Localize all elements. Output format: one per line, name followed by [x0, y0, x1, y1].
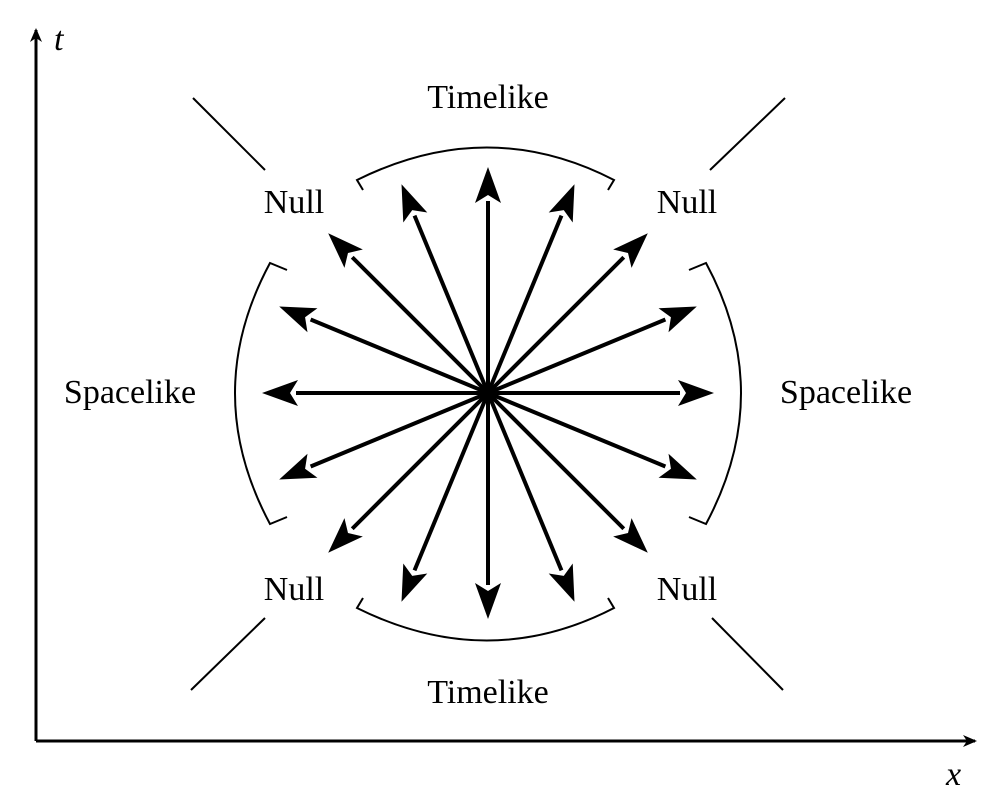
vector-group — [262, 167, 714, 619]
vector-arrowhead-45 — [613, 233, 648, 268]
vector-arrowhead-292.5 — [548, 563, 575, 602]
vector-shaft-157.5 — [309, 317, 489, 395]
vector-shaft-112.5 — [412, 214, 490, 394]
vector-arrowhead-90 — [475, 167, 501, 203]
timelike-arc-bottom — [355, 597, 616, 642]
vector-arrowhead-270 — [475, 583, 501, 619]
null-line-lower-left — [190, 617, 266, 691]
vector-arrowhead-225 — [328, 518, 363, 553]
vector-arrowhead-180 — [262, 380, 298, 406]
label-null-upper-left: Null — [264, 184, 324, 221]
vector-shaft-135 — [350, 255, 490, 395]
spacelike-arc-right — [688, 261, 742, 526]
vector-arrowhead-0 — [678, 380, 714, 406]
label-null-upper-right: Null — [657, 184, 717, 221]
origin-point — [478, 383, 498, 403]
label-timelike-bottom: Timelike — [427, 674, 549, 711]
null-line-upper-right — [709, 97, 786, 171]
vector-shaft-67.5 — [486, 214, 564, 394]
label-spacelike-left: Spacelike — [64, 374, 196, 411]
vector-arrowhead-202.5 — [279, 453, 318, 480]
vector-arrowhead-247.5 — [401, 563, 428, 602]
vector-arrowhead-112.5 — [401, 184, 428, 223]
vector-arrowhead-157.5 — [279, 306, 318, 333]
null-line-lower-right — [711, 617, 784, 691]
timelike-arc-top — [355, 146, 616, 191]
vector-shaft-292.5 — [486, 392, 564, 572]
x-axis-label: x — [945, 756, 961, 793]
vector-arrowhead-67.5 — [548, 184, 575, 223]
label-timelike-top: Timelike — [427, 79, 549, 116]
vector-shaft-22.5 — [487, 317, 667, 395]
vector-arrowhead-22.5 — [658, 306, 697, 333]
vector-shaft-45 — [486, 255, 626, 395]
vector-shaft-225 — [350, 391, 490, 531]
vector-shaft-337.5 — [487, 391, 667, 469]
vector-arrowhead-337.5 — [658, 453, 697, 480]
spacelike-arc-left — [234, 261, 288, 526]
label-spacelike-right: Spacelike — [780, 374, 912, 411]
label-null-lower-right: Null — [657, 571, 717, 608]
label-null-lower-left: Null — [264, 571, 324, 608]
null-line-upper-left — [192, 97, 266, 171]
vector-shaft-247.5 — [412, 392, 490, 572]
vector-arrowhead-135 — [328, 233, 363, 268]
vector-arrowhead-315 — [613, 518, 648, 553]
t-axis-label: t — [54, 21, 65, 58]
vector-shaft-315 — [486, 391, 626, 531]
vector-shaft-202.5 — [309, 391, 489, 469]
